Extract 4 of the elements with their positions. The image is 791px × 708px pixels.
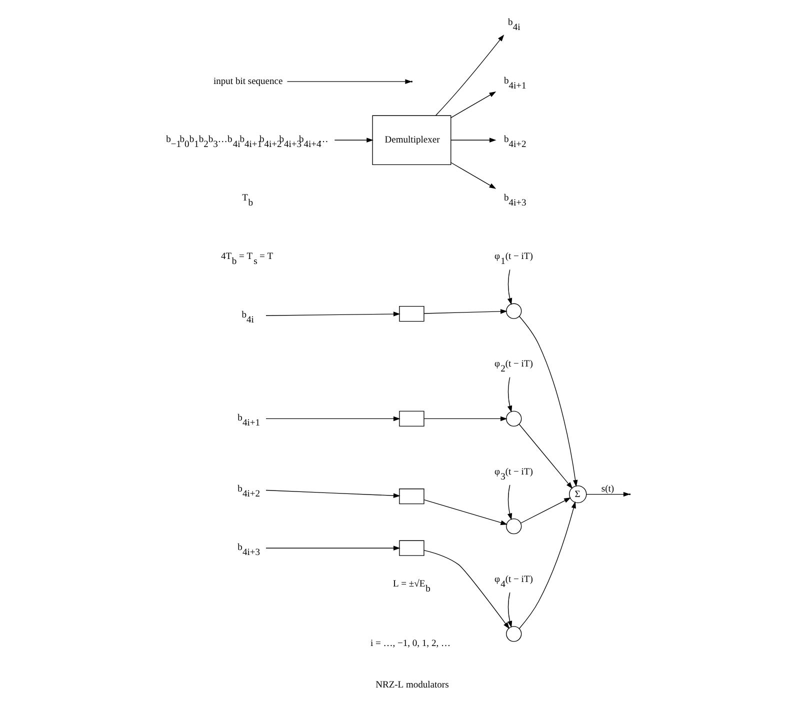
edge-label: s(t) xyxy=(601,484,614,495)
label: i = …, −1, 0, 1, 2, … xyxy=(370,638,450,649)
node-text: input bit sequence xyxy=(214,77,283,88)
label: NRZ-L modulators xyxy=(376,680,449,691)
